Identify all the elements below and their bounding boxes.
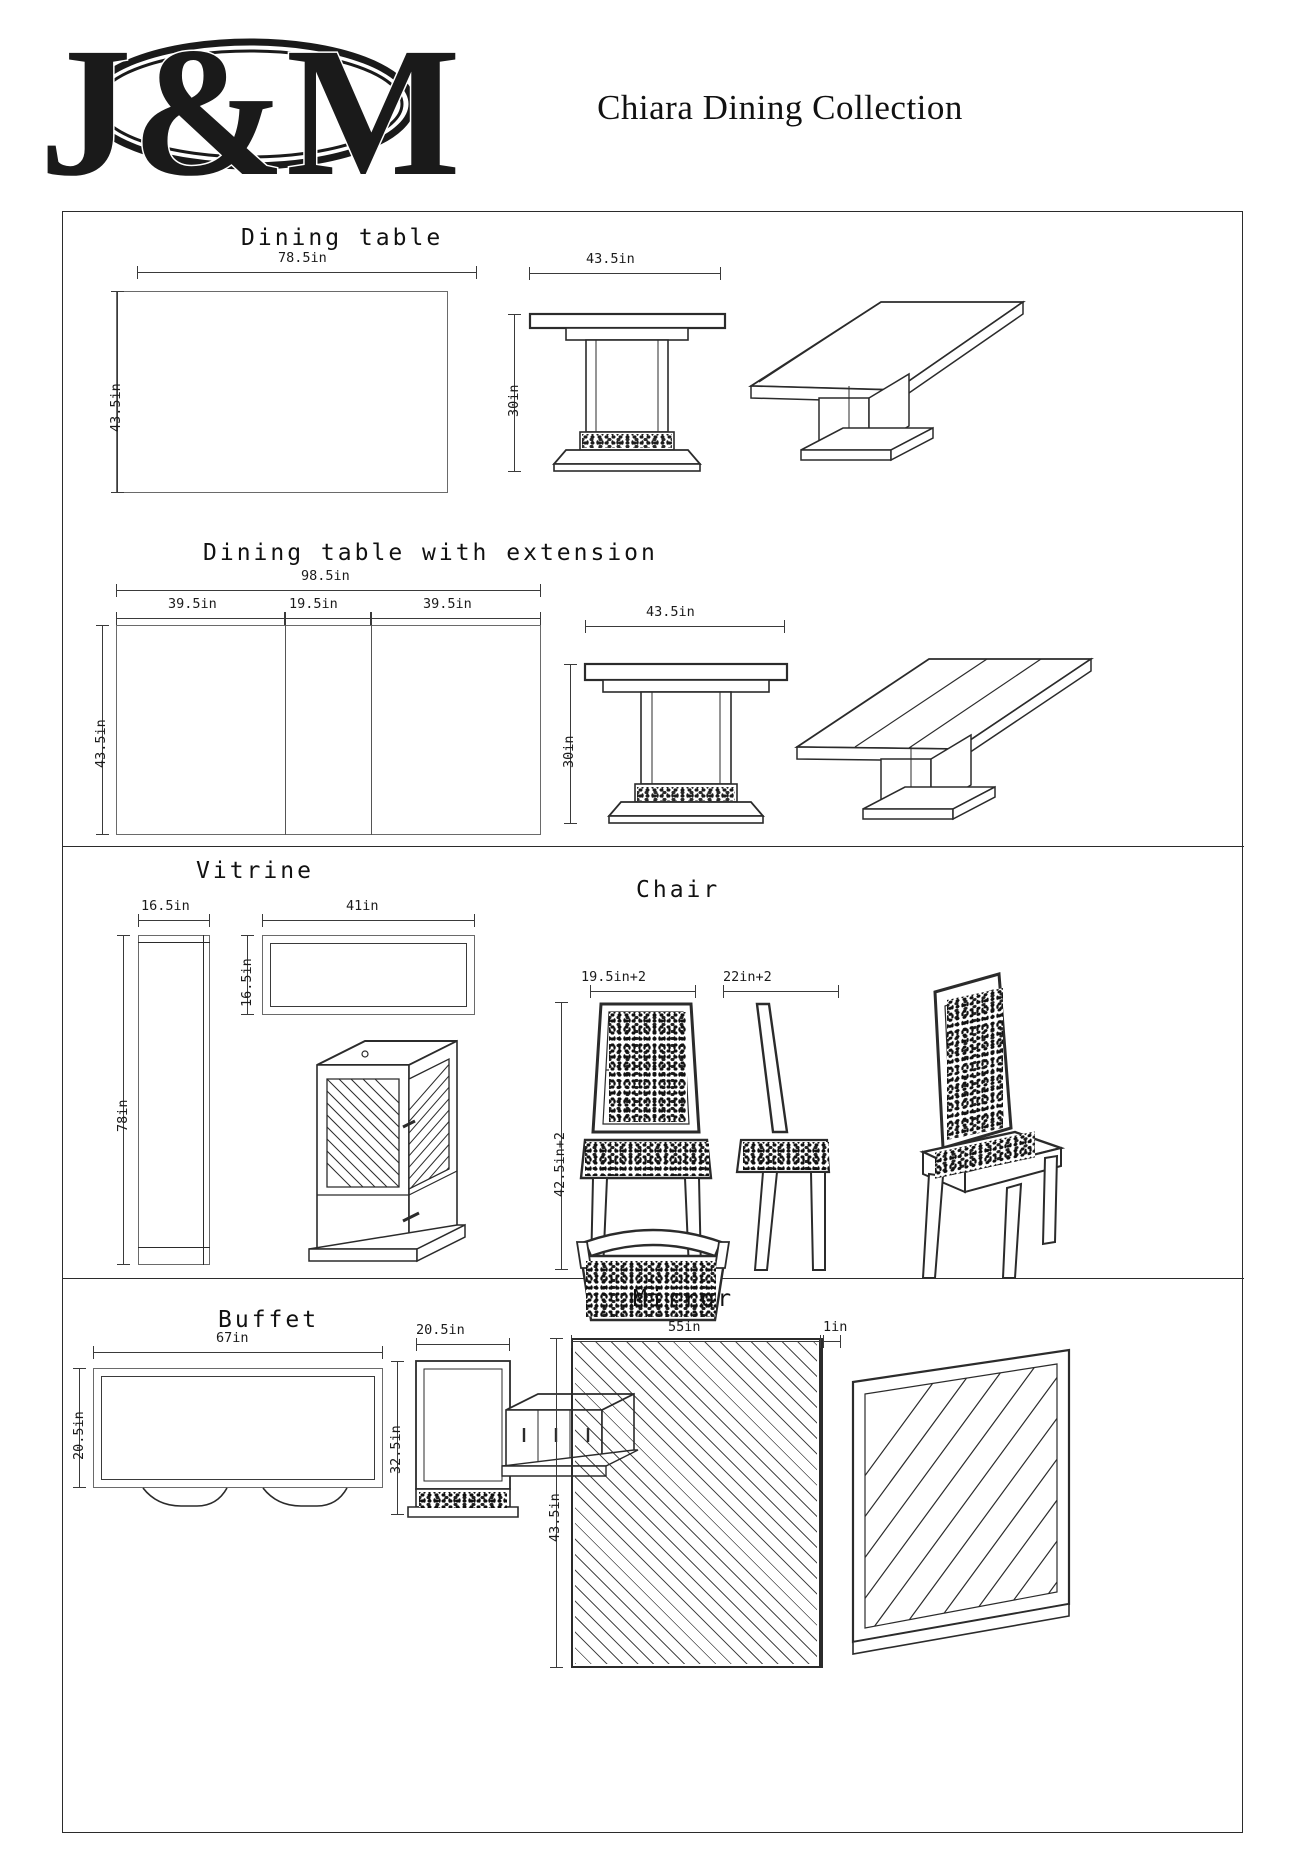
jm-logo: J&M	[38, 4, 462, 217]
dimline-chair-height	[555, 1002, 568, 1270]
dimline-extension-center	[285, 612, 371, 625]
dining-table-base-texture	[582, 434, 672, 448]
dimline-mirror-width	[571, 1335, 821, 1348]
dim-extension-left: 39.5in	[168, 596, 217, 612]
dim-extension-depth: 43.5in	[93, 719, 109, 768]
dim-mirror-width: 55in	[668, 1319, 701, 1335]
chair-seat-texture	[585, 1142, 709, 1176]
dimline-buffet-width	[93, 1346, 383, 1359]
dining-table-top-view	[116, 291, 448, 493]
extension-top-view	[116, 625, 541, 835]
dim-extension-total: 98.5in	[301, 568, 350, 584]
dimline-mirror-height	[550, 1338, 563, 1668]
dim-buffet-width: 67in	[216, 1330, 249, 1346]
dim-vitrine-depth: 16.5in	[141, 898, 190, 914]
dim-dining-table-depth: 43.5in	[108, 383, 124, 432]
dim-chair-width: 19.5in+2	[581, 969, 647, 985]
buffet-front-elevation	[93, 1368, 383, 1488]
dimline-vitrine-height	[117, 935, 130, 1265]
dimline-extension-side-width	[585, 620, 785, 633]
mirror-edge	[821, 1338, 823, 1668]
dimline-extension-height	[564, 664, 577, 824]
buffet-side-base-texture	[419, 1492, 507, 1508]
dimline-buffet-side-width	[416, 1338, 510, 1351]
dim-extension-center: 19.5in	[289, 596, 338, 612]
dim-buffet-height: 32.5in	[388, 1425, 404, 1474]
extension-leaf-split-right	[371, 625, 372, 835]
dimline-dining-table-side-width	[529, 267, 721, 280]
dimline-chair-depth	[723, 985, 839, 998]
dim-extension-side-width: 43.5in	[646, 604, 695, 620]
dim-extension-right: 39.5in	[423, 596, 472, 612]
section-title-vitrine: Vitrine	[196, 858, 314, 884]
vitrine-front-top-edge	[138, 942, 210, 943]
dining-table-side-view	[518, 282, 748, 502]
mirror-front-view	[571, 1338, 821, 1668]
mirror-front-hatch	[575, 1342, 817, 1664]
buffet-feet	[123, 1487, 363, 1518]
dimline-dining-table-depth	[111, 291, 124, 493]
dimline-extension-depth	[96, 625, 109, 835]
dimline-vitrine-top-depth	[241, 935, 254, 1015]
page-title: Chiara Dining Collection	[597, 88, 963, 127]
dim-mirror-height: 43.5in	[547, 1493, 563, 1542]
vitrine-top-view-inner	[270, 943, 467, 1007]
section-title-dining-table-extension: Dining table with extension	[203, 540, 658, 566]
extension-side-view	[575, 642, 805, 862]
section-title-mirror: Mirror	[633, 1286, 735, 1312]
dim-vitrine-height: 78in	[115, 1099, 131, 1132]
extension-base-texture	[637, 787, 735, 801]
dim-vitrine-width: 41in	[346, 898, 379, 914]
divider-tables-vitrine	[63, 846, 1244, 847]
dimline-dining-table-height	[508, 314, 521, 472]
vitrine-front-plinth-edge	[138, 1247, 210, 1248]
dimline-extension-left	[116, 612, 285, 625]
chair-side-seat-texture	[743, 1142, 829, 1170]
jm-logo-text: J&M	[39, 10, 460, 215]
section-title-chair: Chair	[636, 877, 721, 903]
dim-dining-table-width: 78.5in	[278, 250, 327, 266]
section-title-buffet: Buffet	[218, 1307, 320, 1333]
dim-chair-depth: 22in+2	[723, 969, 772, 985]
mirror-3d-view	[843, 1342, 1083, 1672]
dim-buffet-side-width: 20.5in	[416, 1322, 465, 1338]
dimline-chair-width	[590, 985, 696, 998]
dimline-mirror-thickness	[823, 1335, 841, 1348]
chair-top-seat-texture	[586, 1261, 716, 1317]
buffet-front-inner	[101, 1376, 375, 1480]
chair-3d-back-texture	[947, 988, 1003, 1140]
dimline-buffet-height	[391, 1361, 404, 1515]
dimline-vitrine-width	[262, 914, 475, 927]
dining-table-3d-view	[741, 278, 1041, 488]
vitrine-3d-view	[303, 1027, 493, 1272]
chair-back-texture	[609, 1012, 687, 1122]
dim-dining-table-height: 30in	[506, 384, 522, 417]
dimline-extension-total	[116, 584, 541, 597]
dim-extension-height: 30in	[561, 735, 577, 768]
dim-buffet-depth: 20.5in	[71, 1411, 87, 1460]
extension-3d-view	[789, 637, 1109, 847]
extension-leaf-split-left	[285, 625, 286, 835]
section-title-dining-table: Dining table	[241, 225, 444, 251]
vitrine-front-right-edge	[203, 935, 204, 1265]
dimline-vitrine-depth	[138, 914, 210, 927]
dim-mirror-thickness: 1in	[823, 1319, 848, 1335]
dim-vitrine-top-depth: 16.5in	[239, 958, 255, 1007]
vitrine-front-elevation	[138, 935, 210, 1265]
dim-chair-height: 42.5in+2	[552, 1131, 568, 1197]
vitrine-top-view	[262, 935, 475, 1015]
dimline-buffet-depth	[73, 1368, 86, 1488]
dimline-dining-table-width	[137, 266, 477, 279]
dimline-extension-right	[371, 612, 541, 625]
drawing-frame: Dining table 78.5in 43.5in 43.5in 30in	[62, 211, 1244, 1833]
dim-dining-table-side-width: 43.5in	[586, 251, 635, 267]
